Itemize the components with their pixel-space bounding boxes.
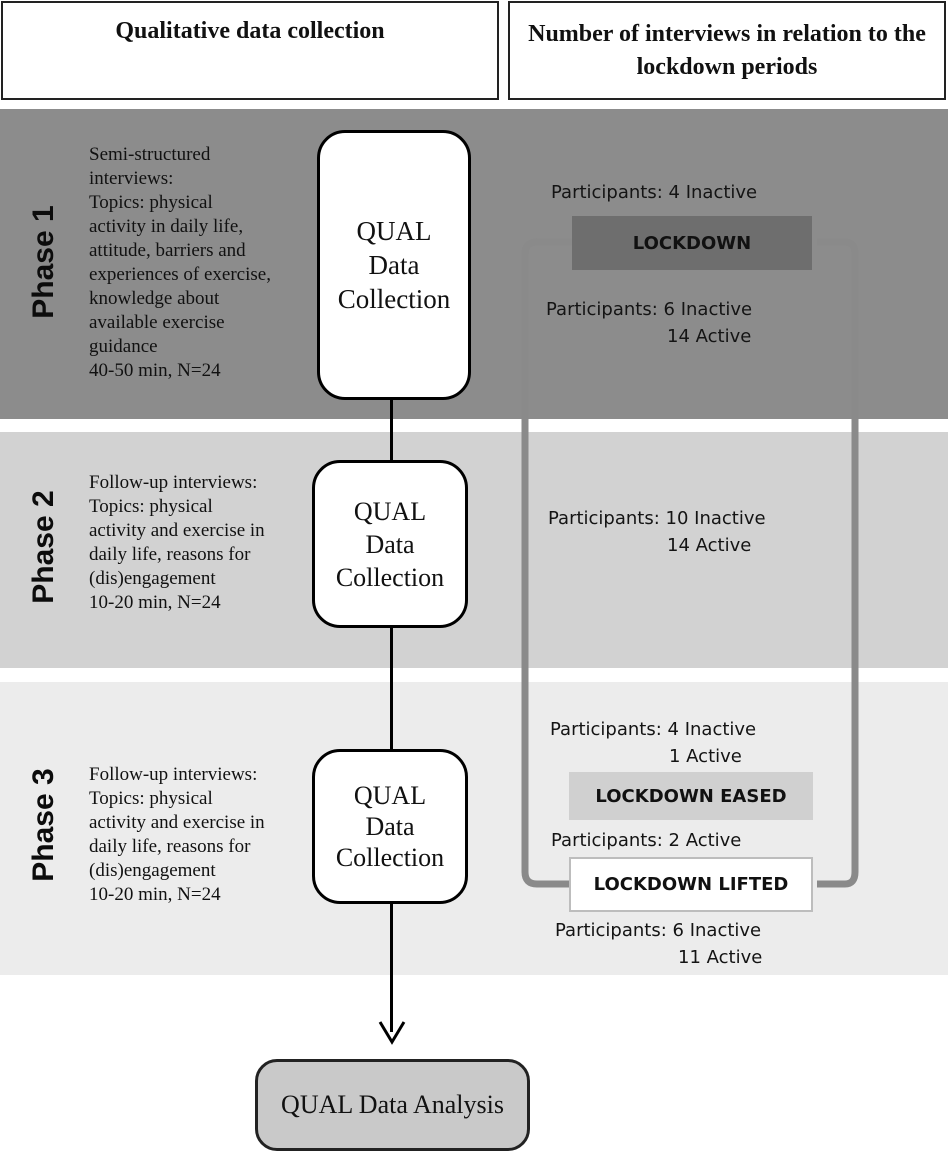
participants-phase1-lockdown-active: 14 Active [667, 326, 752, 347]
lockdown-bracket [521, 238, 859, 888]
participants-lifted-inactive: Participants: 6 Inactive [555, 920, 762, 941]
phase-3-label: Phase 3 [27, 768, 60, 882]
phase-2-label: Phase 2 [27, 490, 60, 604]
phase-3-band [0, 682, 948, 975]
header-right-text: Number of interviews in relation to the … [528, 20, 926, 80]
qual-data-collection-box-1: QUAL Data Collection [317, 130, 471, 400]
qual-data-collection-box-2: QUAL Data Collection [312, 460, 468, 628]
header-left-text: Qualitative data collection [115, 18, 385, 44]
arrowhead-icon [378, 1021, 406, 1045]
participants-phase2-inactive: Participants: 10 Inactive [548, 508, 766, 529]
lockdown-eased-label: LOCKDOWN EASED [595, 785, 787, 807]
participants-phase2-active: 14 Active [667, 535, 752, 556]
phase-2-description: Follow-up interviews: Topics: physical a… [89, 472, 265, 613]
participants-phase1-lockdown-inactive: Participants: 6 Inactive [546, 299, 753, 320]
lockdown-lifted-label: LOCKDOWN LIFTED [593, 874, 789, 895]
lockdown-lifted-box: LOCKDOWN LIFTED [569, 857, 813, 912]
phase-2-band [0, 432, 948, 668]
lockdown-eased-box: LOCKDOWN EASED [569, 772, 813, 820]
phase-1-description: Semi-structured interviews: Topics: phys… [89, 144, 271, 381]
participants-pre-lockdown: Participants: 4 Inactive [551, 182, 758, 203]
connector-line-1-2 [390, 398, 393, 462]
phase-1-label: Phase 1 [27, 205, 60, 319]
header-qualitative-data-collection: Qualitative data collection [1, 1, 499, 100]
phase-3-description: Follow-up interviews: Topics: physical a… [89, 764, 265, 905]
lockdown-label: LOCKDOWN [632, 232, 752, 254]
participants-phase3-inactive: Participants: 4 Inactive [550, 719, 757, 740]
connector-line-3-analysis [390, 902, 393, 1032]
participants-eased-active: Participants: 2 Active [551, 830, 742, 851]
lockdown-box: LOCKDOWN [572, 216, 812, 270]
qual-data-analysis-label: QUAL Data Analysis [281, 1090, 504, 1119]
qual-data-analysis-box: QUAL Data Analysis [255, 1059, 530, 1151]
participants-lifted-active: 11 Active [678, 947, 763, 968]
connector-line-2-3 [390, 626, 393, 750]
header-interviews-lockdown: Number of interviews in relation to the … [508, 1, 946, 100]
participants-phase3-active: 1 Active [669, 746, 742, 767]
qual-data-collection-box-3: QUAL Data Collection [312, 749, 468, 904]
